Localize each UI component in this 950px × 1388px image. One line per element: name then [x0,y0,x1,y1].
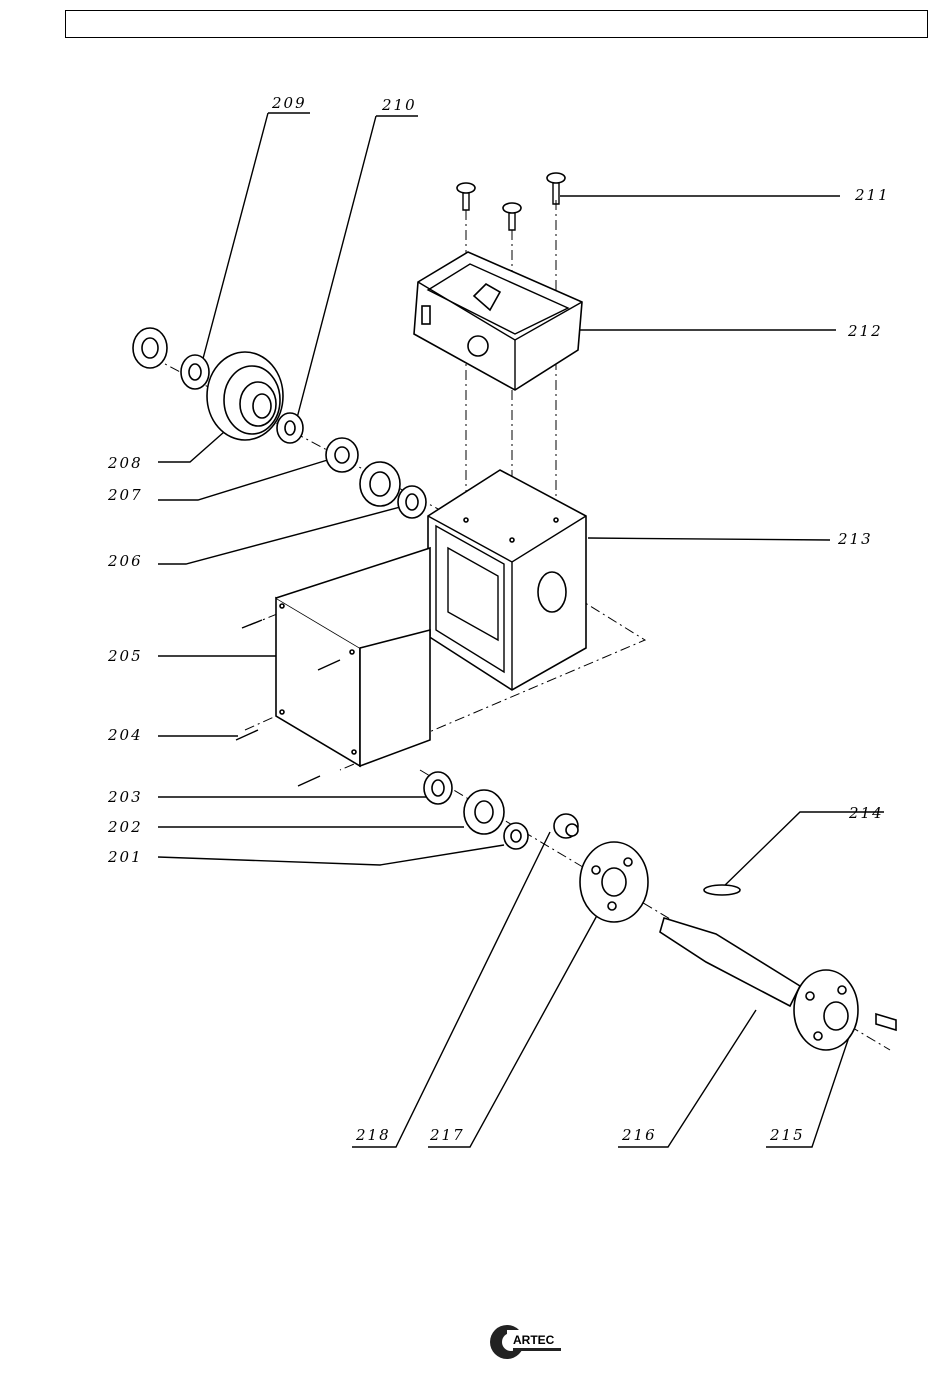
bolt-215 [876,1014,896,1030]
callout-210: 210 [381,96,417,114]
callout-204: 204 [107,726,143,744]
bearings-upper [326,438,426,518]
bearings-lower [424,772,528,849]
screw-211-b [503,203,521,230]
key-214 [704,885,740,895]
callout-208: 208 [107,454,143,472]
artec-logo: ARTEC [487,1320,567,1366]
leader-213 [588,538,830,540]
leader-207 [158,458,334,500]
leader-206 [158,506,404,564]
callout-202: 202 [107,818,143,836]
pulley-group [133,328,303,443]
leader-201 [158,845,504,865]
callout-207: 207 [107,486,143,504]
leader-214 [720,812,884,890]
callout-214: 214 [848,804,884,822]
leader-210 [297,116,418,418]
logo-text: ARTEC [513,1333,555,1347]
nut-218-flange-217 [554,814,648,922]
screws-211 [457,173,565,230]
headstock-box-213 [428,470,586,690]
callout-205: 205 [107,647,143,665]
spindle-assembly [660,885,896,1050]
callout-218: 218 [355,1126,391,1144]
box-bore-hole [538,572,566,612]
callout-213: 213 [837,530,873,548]
callout-203: 203 [107,788,143,806]
callout-211: 211 [854,186,890,204]
callout-216: 216 [621,1126,657,1144]
top-cover-212 [414,252,582,390]
spindle-216 [660,918,800,1006]
callout-212: 212 [847,322,883,340]
leader-218 [352,832,550,1147]
screw-211-a [457,183,475,210]
leader-209 [200,113,310,370]
artec-logo-icon: ARTEC [487,1320,567,1366]
callout-206: 206 [107,552,143,570]
screw-211-c [547,173,565,204]
callout-215: 215 [769,1126,805,1144]
leader-208 [158,432,224,462]
callout-201: 201 [107,848,143,866]
callout-209: 209 [271,94,307,112]
side-cover-205 [276,548,430,766]
callout-217: 217 [429,1126,465,1144]
